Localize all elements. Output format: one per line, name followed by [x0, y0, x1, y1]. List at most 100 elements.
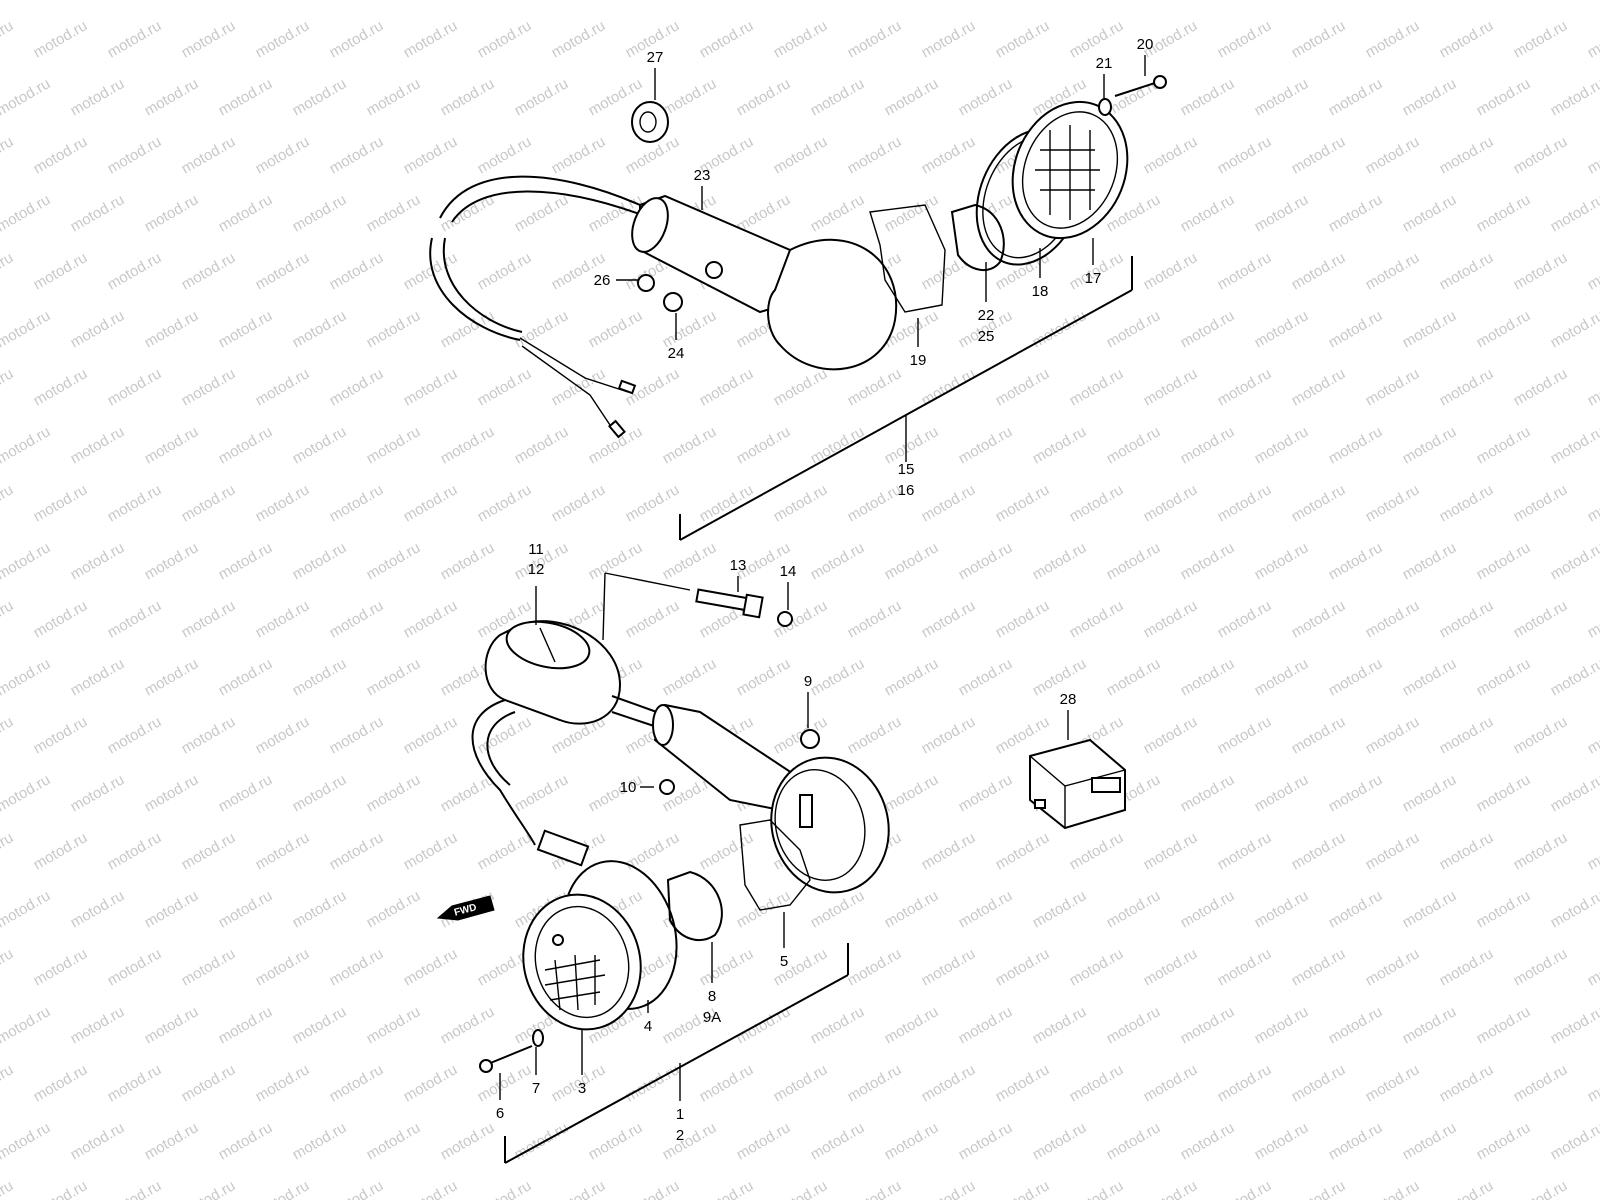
watermark-text: motod.ru — [0, 771, 53, 815]
watermark-text: motod.ru — [105, 365, 165, 409]
watermark-text: motod.ru — [327, 713, 387, 757]
watermark-text: motod.ru — [1400, 539, 1460, 583]
watermark-text: motod.ru — [475, 17, 535, 61]
watermark-text: motod.ru — [0, 17, 16, 61]
watermark-text: motod.ru — [919, 1177, 979, 1200]
watermark-text: motod.ru — [956, 1119, 1016, 1163]
watermark-text: motod.ru — [734, 0, 794, 3]
watermark-text: motod.ru — [771, 713, 831, 757]
watermark-text: motod.ru — [1289, 481, 1349, 525]
watermark-text: motod.ru — [1511, 481, 1571, 525]
callout-1: 1 — [676, 1106, 684, 1123]
watermark-text: motod.ru — [0, 713, 16, 757]
watermark-text: motod.ru — [364, 423, 424, 467]
watermark-text: motod.ru — [142, 887, 202, 931]
watermark-text: motod.ru — [771, 17, 831, 61]
watermark-text: motod.ru — [364, 655, 424, 699]
callout-19: 19 — [910, 352, 927, 369]
watermark-text: motod.ru — [253, 1061, 313, 1105]
watermark-text: motod.ru — [1437, 249, 1497, 293]
watermark-text: motod.ru — [142, 423, 202, 467]
callout-15: 15 — [898, 461, 915, 478]
watermark-text: motod.ru — [290, 539, 350, 583]
watermark-text: motod.ru — [1252, 1003, 1312, 1047]
watermark-text: motod.ru — [1400, 75, 1460, 119]
watermark-text: motod.ru — [1511, 17, 1571, 61]
watermark-text: motod.ru — [1141, 481, 1201, 525]
watermark-text: motod.ru — [290, 887, 350, 931]
callout-8: 8 — [708, 988, 716, 1005]
watermark-text: motod.ru — [401, 17, 461, 61]
watermark-text: motod.ru — [401, 1177, 461, 1200]
watermark-text: motod.ru — [179, 17, 239, 61]
watermark-text: motod.ru — [882, 539, 942, 583]
watermark-text: motod.ru — [0, 249, 16, 293]
watermark-text: motod.ru — [475, 365, 535, 409]
watermark-text: motod.ru — [0, 133, 16, 177]
watermark-text: motod.ru — [31, 481, 91, 525]
watermark-text: motod.ru — [1178, 423, 1238, 467]
watermark-text: motod.ru — [1511, 713, 1571, 757]
watermark-text: motod.ru — [1178, 1003, 1238, 1047]
watermark-text: motod.ru — [1548, 539, 1600, 583]
watermark-text: motod.ru — [919, 1061, 979, 1105]
watermark-text: motod.ru — [956, 0, 1016, 3]
watermark-text: motod.ru — [1289, 713, 1349, 757]
watermark-text: motod.ru — [179, 1061, 239, 1105]
watermark-text: motod.ru — [105, 597, 165, 641]
watermark-text: motod.ru — [0, 365, 16, 409]
watermark-text: motod.ru — [623, 597, 683, 641]
watermark-text: motod.ru — [1511, 365, 1571, 409]
watermark-text: motod.ru — [0, 1177, 16, 1200]
watermark-text: motod.ru — [364, 539, 424, 583]
callout-25: 25 — [978, 328, 995, 345]
watermark-text: motod.ru — [1215, 365, 1275, 409]
watermark-text: motod.ru — [882, 1003, 942, 1047]
watermark-text: motod.ru — [1326, 423, 1386, 467]
watermark-text: motod.ru — [1585, 1177, 1600, 1200]
watermark-text: motod.ru — [1548, 655, 1600, 699]
watermark-text: motod.ru — [401, 1061, 461, 1105]
callout-6: 6 — [496, 1105, 504, 1122]
watermark-text: motod.ru — [179, 365, 239, 409]
watermark-text: motod.ru — [808, 1003, 868, 1047]
watermark-text: motod.ru — [438, 191, 498, 235]
watermark-text: motod.ru — [697, 17, 757, 61]
watermark-text: motod.ru — [734, 75, 794, 119]
watermark-text: motod.ru — [216, 887, 276, 931]
watermark-text: motod.ru — [771, 1061, 831, 1105]
watermark-text: motod.ru — [845, 133, 905, 177]
watermark-text: motod.ru — [1585, 133, 1600, 177]
watermark-text: motod.ru — [697, 829, 757, 873]
watermark-text: motod.ru — [808, 0, 868, 3]
watermark-text: motod.ru — [1141, 829, 1201, 873]
watermark-text: motod.ru — [1437, 365, 1497, 409]
callout-27: 27 — [647, 49, 664, 66]
watermark-text: motod.ru — [1437, 829, 1497, 873]
watermark-text: motod.ru — [1104, 1119, 1164, 1163]
watermark-text: motod.ru — [1178, 307, 1238, 351]
watermark-text: motod.ru — [216, 191, 276, 235]
watermark-text: motod.ru — [1141, 365, 1201, 409]
watermark-text: motod.ru — [1437, 133, 1497, 177]
watermark-text: motod.ru — [401, 365, 461, 409]
watermark-text: motod.ru — [216, 75, 276, 119]
watermark-text: motod.ru — [1289, 365, 1349, 409]
watermark-text: motod.ru — [1030, 0, 1090, 3]
watermark-text: motod.ru — [401, 597, 461, 641]
watermark-text: motod.ru — [1363, 713, 1423, 757]
watermark-text: motod.ru — [1363, 597, 1423, 641]
watermark-text: motod.ru — [1289, 945, 1349, 989]
watermark-text: motod.ru — [956, 655, 1016, 699]
watermark-text: motod.ru — [179, 597, 239, 641]
flasher-relay — [1029, 738, 1126, 830]
watermark-text: motod.ru — [1511, 249, 1571, 293]
watermark-text: motod.ru — [142, 539, 202, 583]
watermark-text: motod.ru — [1326, 75, 1386, 119]
watermark-text: motod.ru — [1363, 17, 1423, 61]
watermark-text: motod.ru — [253, 1177, 313, 1200]
watermark-text: motod.ru — [68, 1119, 128, 1163]
watermark-text: motod.ru — [1548, 1119, 1600, 1163]
watermark-text: motod.ru — [623, 1177, 683, 1200]
